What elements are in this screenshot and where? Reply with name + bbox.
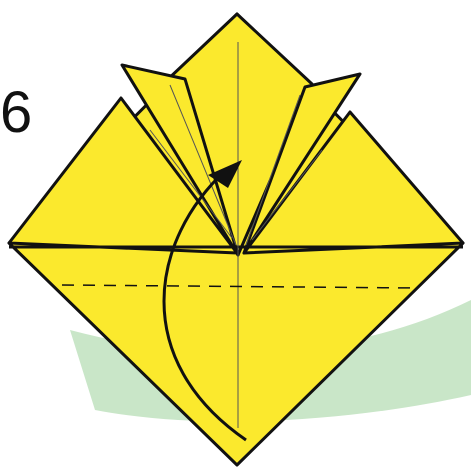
diagram-canvas: 6 [0, 0, 471, 473]
origami-diagram [0, 0, 471, 473]
